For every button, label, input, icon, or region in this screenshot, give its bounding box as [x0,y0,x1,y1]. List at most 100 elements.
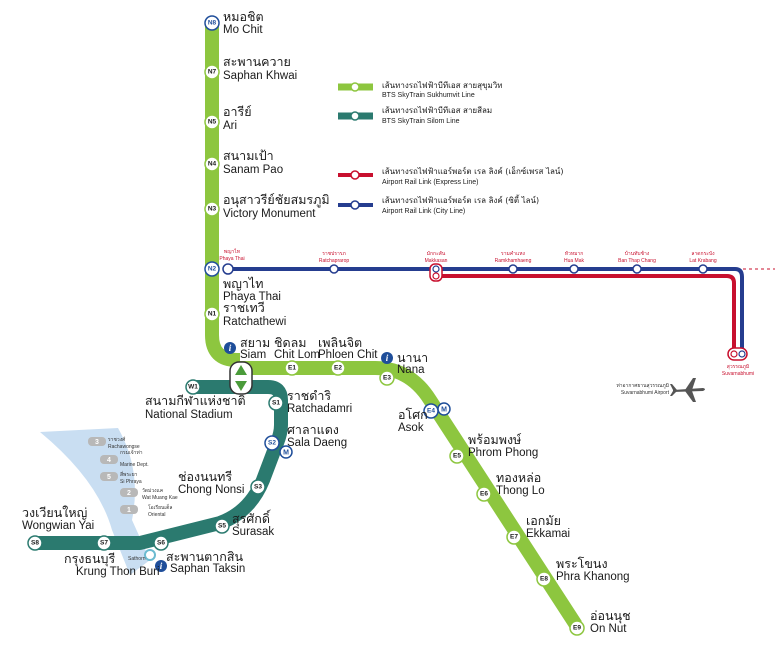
station-name-en: On Nut [590,623,627,635]
station-n4[interactable]: N4 สนามเป้า Sanam Pao [204,148,283,176]
arl-station-ratchaprarop[interactable]: ราชปรารภ Ratchaprarop [319,251,350,274]
station-name-th: ราชดำริ [287,388,331,403]
sathorn-pier[interactable]: Sathorn [128,549,156,562]
station-name-th: ศาลาแดง [287,422,339,437]
info-icon [155,560,167,572]
station-name-th: สะพานควาย [223,54,291,69]
station-name-en: Sanam Pao [223,164,283,176]
station-e7[interactable]: E7 เอกมัย Ekkamai [506,513,570,545]
station-name-en: Sala Daeng [287,437,347,449]
station-e9[interactable]: E9 อ่อนนุช On Nut [569,608,631,636]
svg-text:กรมเจ้าท่า: กรมเจ้าท่า [120,449,143,456]
station-name-th: สะพานตากสิน [166,549,243,564]
station-name-th: หมอชิต [223,9,264,24]
station-e1[interactable]: E1 ชิดลม Chit Lom [274,335,320,376]
svg-text:5: 5 [107,474,111,481]
legend-sukhumvit: เส้นทางรถไฟฟ้าบีทีเอส สายสุขุมวิท BTS Sk… [338,81,503,99]
river-piers: 3 ราชวงศ์ Rachawongse 4 กรมเจ้าท่า Marin… [88,436,178,518]
station-name-en: Phaya Thai [223,291,281,303]
arl-station-suvarnabhumi[interactable]: สุวรรณภูมิ Suvarnabhumi [722,347,754,377]
svg-text:3: 3 [95,439,99,446]
airport-rail-link [228,267,775,352]
station-n5[interactable]: N5 อารีย์ Ari [204,104,252,132]
arl-station-hua-mak[interactable]: หัวหมาก Hua Mak [564,251,585,274]
station-name-th: อโศก [398,407,428,422]
station-name-en: Thong Lo [496,485,545,497]
svg-text:M: M [441,407,447,414]
station-code: N2 [208,266,217,273]
station-code: E2 [334,365,342,372]
station-e4[interactable]: E4 M อโศก Asok [398,402,451,434]
station-siam[interactable]: i สยาม Siam [224,335,270,361]
station-n1[interactable]: N1 ราชเทวี Ratchathewi [204,300,286,328]
svg-text:Oriental: Oriental [148,512,166,518]
station-name-th: ชิดลม [274,335,307,350]
siam-interchange [229,361,253,395]
station-code: W1 [188,384,198,391]
station-name-en: Nana [397,364,425,376]
svg-text:สี่พระยา: สี่พระยา [120,471,138,478]
arl-station-lat-krabang[interactable]: ลาดกระบัง Lat Krabang [689,251,717,274]
station-n8[interactable]: N8 หมอชิต Mo Chit [204,9,264,36]
sukhumvit-line [205,22,582,629]
station-code: S3 [254,484,262,491]
svg-text:Makkasan: Makkasan [425,258,448,264]
station-e8[interactable]: E8 พระโขนง Phra Khanong [536,556,630,587]
station-e6[interactable]: E6 ทองหล่อ Thong Lo [476,470,545,502]
station-name-en: Ratchadamri [287,403,352,415]
station-n7[interactable]: N7 สะพานควาย Saphan Khwai [204,54,297,82]
arl-station-ban-thap-chang[interactable]: บ้านทับช้าง Ban Thap Chang [618,250,656,274]
station-name-en: Ekkamai [526,528,570,540]
svg-text:i: i [160,561,163,571]
station-name-th: พระโขนง [556,556,608,571]
suvarnabhumi-airport: ท่าอากาศยานสุวรรณภูมิ Suvarnabhumi Airpo… [616,378,705,402]
station-code: S5 [218,523,226,530]
station-w1[interactable]: W1 สนามกีฬาแห่งชาติ National Stadium [145,379,246,421]
station-e5[interactable]: E5 พร้อมพงษ์ Phrom Phong [449,432,538,464]
arl-station-makkasan[interactable]: มักกะสัน Makkasan [425,251,448,282]
station-s2[interactable]: S2 M ศาลาแดง Sala Daeng [264,422,347,459]
svg-text:1: 1 [127,507,131,514]
station-code: E7 [510,534,518,541]
station-s3[interactable]: S3 ช่องนนทรี Chong Nonsi [178,469,266,496]
arl-station-phaya-thai[interactable]: พญาไท Phaya Thai [219,248,244,262]
svg-text:i: i [386,353,389,363]
station-n3[interactable]: N3 อนุสาวรีย์ชัยสมรภูมิ Victory Monument [204,192,330,220]
station-name-th: ช่องนนทรี [178,469,232,484]
legend-city-th: เส้นทางรถไฟฟ้าแอร์พอร์ต เรล ลิงค์ (ซิตี้… [382,194,539,205]
station-s7[interactable]: S7 กรุงธนบุรี Krung Thon Buri [64,535,160,578]
station-e3[interactable]: E3 i นานา Nana [379,350,428,386]
legend-city-en: Airport Rail Link (City Line) [382,208,465,215]
station-name-th: ทองหล่อ [496,470,541,485]
station-name-en: Wongwian Yai [22,520,94,532]
station-s1[interactable]: S1 ราชดำริ Ratchadamri [268,388,352,415]
station-name-en: Ratchathewi [223,316,286,328]
arl-phaya-thai-marker [222,263,234,275]
station-name-en: Chong Nonsi [178,484,244,496]
station-code: E8 [540,576,548,583]
station-name-th: กรุงธนบุรี [64,551,115,567]
mrt-icon [437,402,451,416]
station-n2[interactable]: N2 พญาไท Phaya Thai [204,261,281,303]
arl-station-ramkhamhaeng[interactable]: รามคำแหง Ramkhamhaeng [495,251,532,274]
station-code: N4 [208,161,217,168]
svg-text:มักกะสัน: มักกะสัน [427,251,446,257]
svg-text:M: M [283,450,289,457]
svg-text:Ramkhamhaeng: Ramkhamhaeng [495,258,532,264]
station-name-th: นานา [397,350,428,365]
legend-sukhumvit-en: BTS SkyTrain Sukhumvit Line [382,92,475,99]
svg-text:Phaya Thai: Phaya Thai [219,256,244,262]
station-s5[interactable]: S5 สุรศักดิ์ Surasak [214,509,274,538]
pier-si-phraya: 5 สี่พระยา Si Phraya [100,471,142,485]
svg-text:สุวรรณภูมิ: สุวรรณภูมิ [727,363,749,370]
station-e2[interactable]: E2 เพลินจิต Phloen Chit [318,335,378,376]
svg-text:4: 4 [107,457,111,464]
station-s6[interactable]: S6 i สะพานตากสิน Saphan Taksin [153,535,245,575]
station-name-en: Asok [398,422,424,434]
station-code: N5 [208,119,217,126]
station-s8[interactable]: S8 วงเวียนใหญ่ Wongwian Yai [22,505,94,551]
station-code: E9 [573,625,581,632]
station-name-en: Phrom Phong [468,447,538,459]
station-name-th: สุรศักดิ์ [232,509,272,527]
